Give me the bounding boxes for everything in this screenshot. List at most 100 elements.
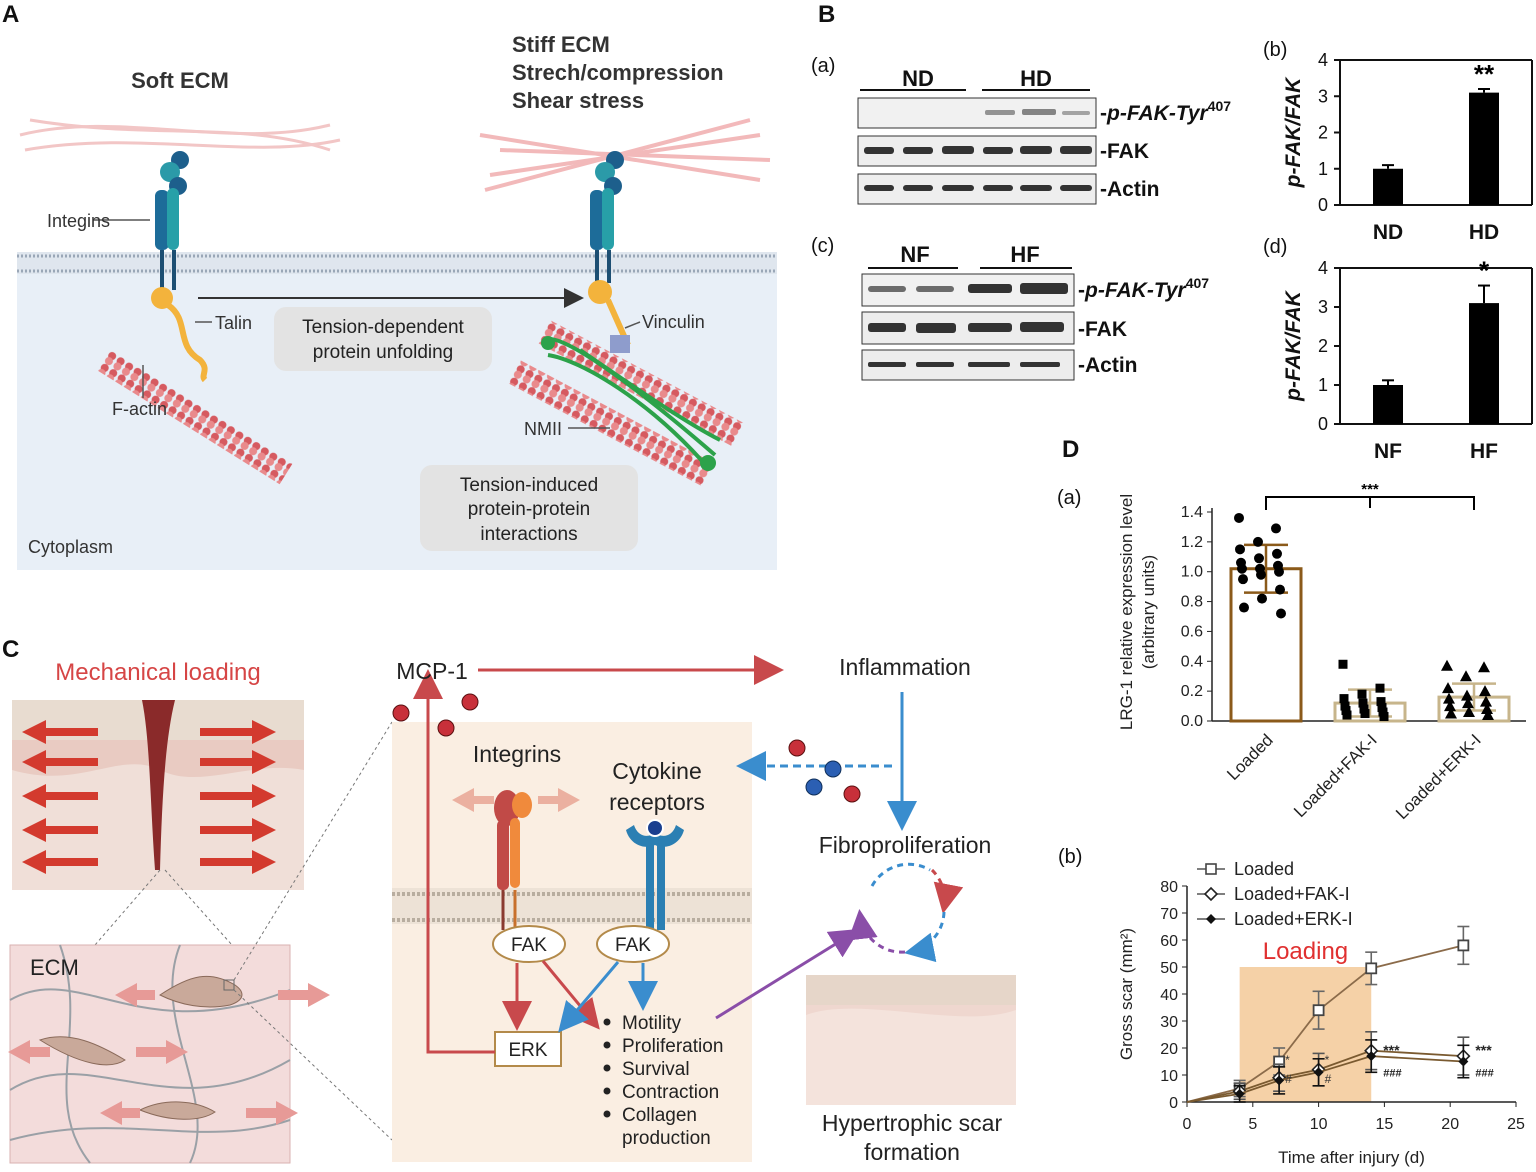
data-point bbox=[1461, 689, 1473, 701]
y-tick-label: 1 bbox=[1318, 375, 1328, 395]
data-point bbox=[1445, 707, 1457, 719]
y-tick-label: 10 bbox=[1160, 1068, 1178, 1085]
fak-node-1 bbox=[492, 925, 566, 963]
y-tick-label: 1.0 bbox=[1181, 564, 1203, 581]
x-tick-label: 10 bbox=[1310, 1116, 1328, 1133]
loading-arrows bbox=[22, 720, 276, 874]
significance-marker: * bbox=[1325, 1053, 1330, 1067]
data-point bbox=[1443, 692, 1455, 704]
y-tick-label: 0.2 bbox=[1181, 683, 1203, 700]
integrin-left bbox=[151, 151, 208, 383]
y-tick-label: 40 bbox=[1160, 987, 1178, 1004]
series-line bbox=[1186, 1049, 1464, 1103]
data-point bbox=[1478, 661, 1490, 673]
bar bbox=[1469, 92, 1499, 205]
significance-marker: ** bbox=[1474, 59, 1495, 89]
scar-illustration bbox=[806, 975, 1016, 1105]
legend-marker bbox=[1206, 914, 1216, 924]
significance-marker: * bbox=[1285, 1053, 1290, 1067]
x-tick-label: 20 bbox=[1441, 1116, 1459, 1133]
stiff-title-3: Shear stress bbox=[512, 88, 644, 113]
talin-label: Talin bbox=[215, 313, 252, 333]
x-axis-label: Time after injury (d) bbox=[1278, 1148, 1425, 1167]
mechanical-loading-label: Mechanical loading bbox=[55, 659, 260, 686]
f-actin-right-1 bbox=[537, 319, 745, 447]
panel-c-label: C bbox=[2, 636, 19, 663]
data-point bbox=[1275, 584, 1285, 595]
data-point bbox=[1460, 670, 1472, 682]
mcp1-node: MCP-1 bbox=[396, 658, 468, 684]
y-tick-label: 0.6 bbox=[1181, 623, 1203, 640]
data-point bbox=[1272, 548, 1282, 559]
unfolding-line-2: protein unfolding bbox=[313, 342, 454, 363]
cytokine-dots bbox=[392, 693, 861, 803]
significance-marker-hash: # bbox=[1285, 1072, 1292, 1086]
data-point bbox=[1379, 712, 1389, 722]
data-point bbox=[1271, 523, 1281, 534]
category-label: HF bbox=[1470, 440, 1498, 463]
data-point bbox=[1256, 569, 1266, 580]
unfolding-line-1: Tension-dependent bbox=[302, 317, 464, 338]
data-point bbox=[1235, 544, 1245, 555]
nmii-label: NMII bbox=[524, 419, 562, 439]
y-tick-label: 80 bbox=[1160, 879, 1178, 896]
data-point bbox=[1444, 700, 1456, 712]
ecm-cells bbox=[38, 975, 243, 1120]
y-tick-label: 0 bbox=[1318, 195, 1328, 215]
blot-a-group-hd: HD bbox=[1020, 66, 1052, 91]
blot-c-band-actin: -Actin bbox=[1078, 354, 1138, 377]
legend-marker bbox=[1203, 886, 1219, 902]
ecm-tension-arrows bbox=[8, 983, 330, 1125]
y-axis-label-line-2: (arbitrary units) bbox=[1139, 555, 1158, 669]
y-tick-label: 3 bbox=[1318, 297, 1328, 317]
outcome-proliferation: Proliferation bbox=[622, 1036, 723, 1057]
stiff-ecm-fibers bbox=[479, 118, 771, 192]
blot-c-label: (c) bbox=[811, 235, 834, 257]
x-tick-label: 25 bbox=[1507, 1116, 1525, 1133]
category-label: Loaded+ERK-I bbox=[1392, 730, 1485, 823]
chart-db-subplot-label: (b) bbox=[1058, 846, 1082, 868]
data-point bbox=[1358, 698, 1368, 708]
category-label: HD bbox=[1469, 221, 1499, 244]
significance-marker: *** bbox=[1361, 481, 1379, 498]
legend-marker bbox=[1205, 863, 1217, 875]
y-tick-label: 3 bbox=[1318, 86, 1328, 106]
fak-node-1-label: FAK bbox=[511, 935, 547, 956]
data-point bbox=[1239, 602, 1249, 613]
y-tick-label: 1.4 bbox=[1181, 504, 1203, 521]
cell-region bbox=[392, 722, 752, 1162]
data-point bbox=[1442, 682, 1454, 694]
bar bbox=[1229, 567, 1303, 723]
stiff-title-1: Stiff ECM bbox=[512, 32, 610, 57]
panel-b-label: B bbox=[818, 1, 835, 28]
data-point bbox=[1238, 574, 1248, 585]
y-tick-label: 4 bbox=[1318, 258, 1328, 278]
erk-node bbox=[494, 1031, 562, 1067]
x-tick-label: 15 bbox=[1376, 1116, 1394, 1133]
data-point bbox=[1480, 695, 1492, 707]
legend-label: Loaded+ERK-I bbox=[1234, 909, 1353, 929]
fibroproliferation-node: Fibroproliferation bbox=[819, 832, 992, 858]
loading-shaded-region bbox=[1239, 967, 1372, 1102]
signaling-arrows bbox=[413, 655, 917, 1054]
blot-a-group-nd: ND bbox=[902, 66, 934, 91]
interaction-line-1: Tension-induced bbox=[460, 475, 598, 496]
data-point bbox=[1338, 659, 1348, 669]
y-tick-label: 1.2 bbox=[1181, 534, 1203, 551]
y-tick-label: 50 bbox=[1160, 960, 1178, 977]
y-axis-label: p-FAK/FAK bbox=[1282, 76, 1305, 188]
vinculin-label: Vinculin bbox=[642, 312, 705, 332]
panel-d-label: D bbox=[1062, 436, 1079, 463]
category-label: ND bbox=[1373, 221, 1403, 244]
panel-b: B (a) ND HD -p-FAK-Tyr407 -FAK -Actin (c… bbox=[811, 1, 1533, 463]
outcome-contraction: Contraction bbox=[622, 1082, 719, 1103]
significance-marker: *** bbox=[1383, 1042, 1400, 1058]
category-label: Loaded bbox=[1223, 730, 1277, 784]
y-tick-label: 60 bbox=[1160, 933, 1178, 950]
y-tick-label: 2 bbox=[1318, 336, 1328, 356]
y-tick-label: 2 bbox=[1318, 123, 1328, 143]
blot-c-group-nf: NF bbox=[900, 242, 929, 267]
